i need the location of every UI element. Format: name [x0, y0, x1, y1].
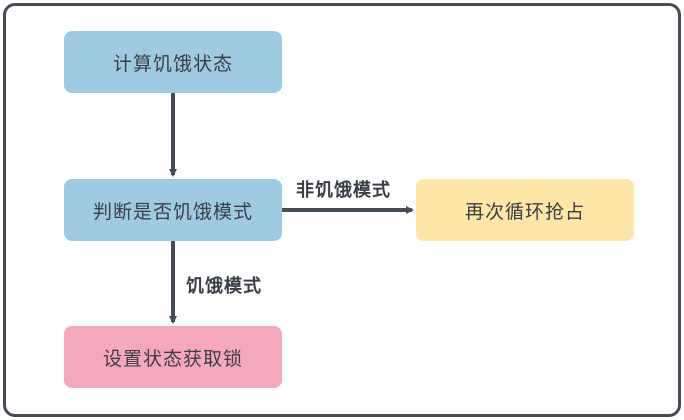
node-judge-hunger-mode: 判断是否饥饿模式: [64, 179, 282, 241]
node-lock-label: 设置状态获取锁: [102, 347, 243, 370]
node-compute-label: 计算饥饿状态: [112, 52, 233, 75]
node-retry-label: 再次循环抢占: [464, 200, 585, 223]
node-compute-hunger-state: 计算饥饿状态: [64, 31, 282, 93]
node-set-state-acquire-lock: 设置状态获取锁: [64, 326, 282, 388]
node-retry-loop: 再次循环抢占: [416, 179, 634, 241]
edge-label-hungry: 饥饿模式: [186, 276, 262, 297]
node-judge-label: 判断是否饥饿模式: [92, 200, 253, 223]
edge-label-non-hungry: 非饥饿模式: [296, 180, 391, 201]
